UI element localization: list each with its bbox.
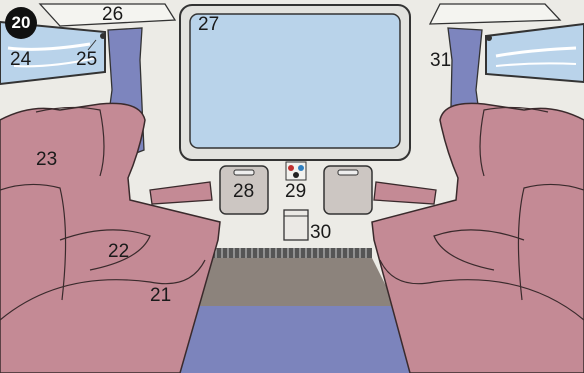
callout-30: 30 — [310, 223, 331, 242]
callout-27: 27 — [198, 15, 219, 34]
control-knob-red — [288, 165, 294, 171]
curtain-hook-left — [100, 33, 106, 39]
main-window-glass — [190, 14, 400, 148]
curtain-hook-right — [486, 35, 492, 41]
callout-24: 24 — [10, 50, 31, 69]
waste-bin-right-slot — [338, 170, 358, 175]
control-knob-black — [293, 172, 299, 178]
callout-29: 29 — [285, 182, 306, 201]
callout-25: 25 — [76, 50, 97, 69]
floor-carpet — [164, 306, 420, 373]
floor-rear — [190, 258, 396, 306]
callout-23: 23 — [36, 150, 57, 169]
fold-table — [284, 210, 308, 240]
callout-22: 22 — [108, 242, 129, 261]
callout-28: 28 — [233, 182, 254, 201]
control-knob-blue — [298, 165, 304, 171]
callout-26: 26 — [102, 5, 123, 24]
callout-31: 31 — [430, 51, 451, 70]
ceiling-vent-right — [430, 4, 560, 24]
figure-number-badge: 20 — [5, 7, 37, 39]
callout-21: 21 — [150, 286, 171, 305]
waste-bin-left-slot — [234, 170, 254, 175]
